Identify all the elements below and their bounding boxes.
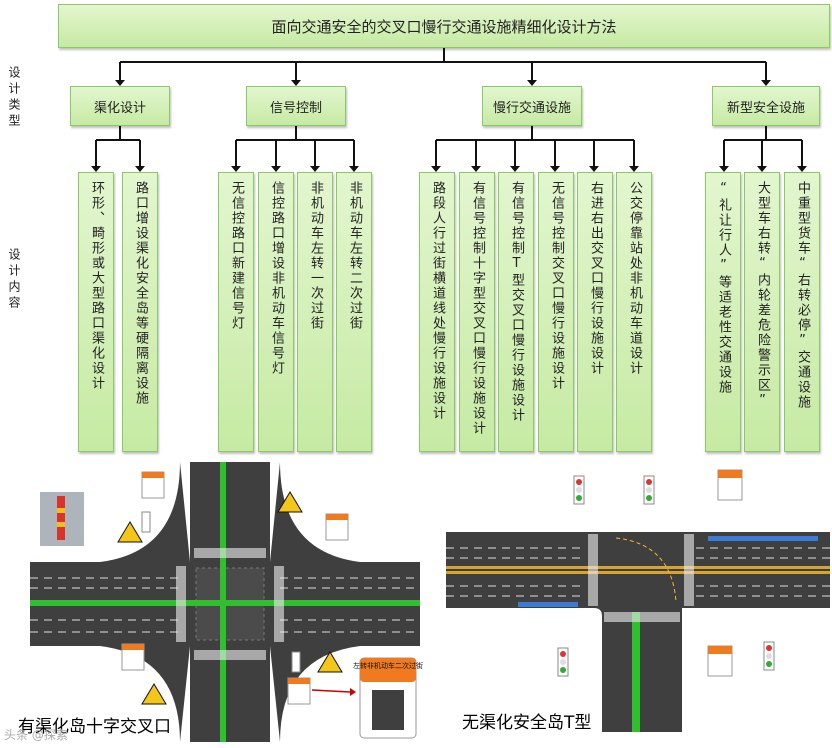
- sign-text: 左转非机动车二次过街: [353, 661, 423, 670]
- leaf-item: 大型车右转“内轮差危险警示区”: [744, 172, 780, 452]
- leaf-item: 无信控路口新建信号灯: [218, 172, 254, 452]
- leaf-item: 信控路口增设非机动车信号灯: [258, 172, 294, 452]
- caption-cross-intersection: 有渠化岛十字交叉口: [18, 717, 171, 737]
- category-slow-traffic: 慢行交通设施: [482, 86, 582, 126]
- leaf-item: 环形、畸形或大型路口渠化设计: [78, 172, 114, 452]
- design-content-label: 设计内容: [7, 248, 21, 312]
- caption-t-intersection: 无渠化安全岛T型: [462, 713, 592, 733]
- connector-lines: [91, 48, 807, 172]
- leaf-item: “礼让行人”等适老性交通设施: [705, 172, 741, 452]
- category-new-safety: 新型安全设施: [712, 86, 820, 126]
- t-intersection-illustration: [446, 462, 830, 732]
- leaf-item: 非机动车左转二次过街: [336, 172, 372, 452]
- leaf-item: 中重型货车“右转必停”交通设施: [784, 172, 820, 452]
- leaf-item: 路口增设渠化安全岛等硬隔离设施: [122, 172, 158, 452]
- design-type-label: 设计类型: [7, 66, 21, 130]
- leaf-item: 有信号控制T型交叉口慢行设施设计: [498, 172, 534, 452]
- leaf-item: 公交停靠站处非机动车道设计: [616, 172, 652, 452]
- cross-intersection-illustration: 左转非机动车二次过街: [30, 462, 430, 742]
- leaf-item: 路段人行过街横道线处慢行设施设计: [419, 172, 455, 452]
- leaf-item: 右进右出交叉口慢行设施设计: [577, 172, 613, 452]
- diagram-title: 面向交通安全的交叉口慢行交通设施精细化设计方法: [58, 4, 830, 48]
- leaf-item: 非机动车左转一次过街: [297, 172, 333, 452]
- category-signal-control: 信号控制: [246, 86, 346, 126]
- leaf-item: 无信号控制交叉口慢行设施设计: [538, 172, 574, 452]
- watermark: 头条 @探索: [4, 728, 68, 742]
- leaf-item: 有信号控制十字型交叉口慢行设施设计: [459, 172, 495, 452]
- category-channelization: 渠化设计: [70, 86, 170, 126]
